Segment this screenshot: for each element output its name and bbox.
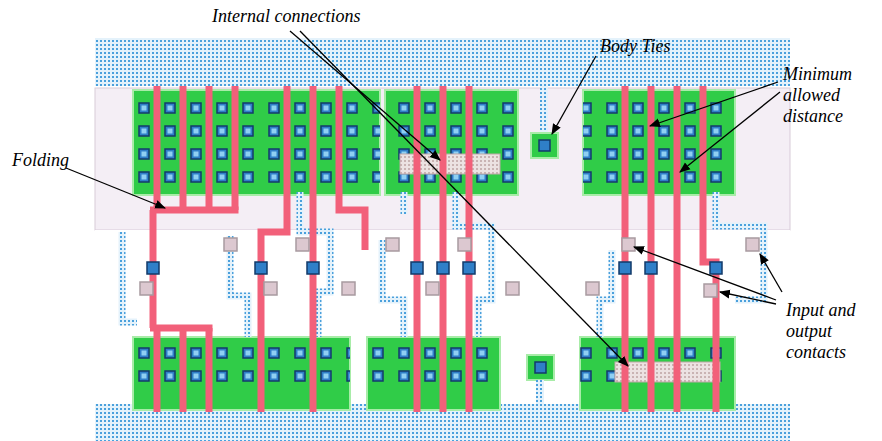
callout-label: Minimum allowed distance — [783, 64, 867, 127]
internal-connection — [400, 154, 720, 382]
io-contact — [140, 238, 759, 297]
diffusion-contacts — [133, 100, 735, 391]
callout-label: Internal connections — [212, 6, 402, 27]
vdd-rail — [95, 38, 790, 86]
callout-label: Body Ties — [600, 36, 700, 57]
diffusion — [133, 90, 735, 410]
body-tie — [527, 86, 558, 404]
leader-line — [66, 31, 782, 366]
callout-label: Input and output contacts — [786, 300, 874, 363]
poly-gate — [150, 86, 716, 412]
callout-label: Folding — [12, 150, 92, 171]
poly-contact — [147, 262, 722, 274]
